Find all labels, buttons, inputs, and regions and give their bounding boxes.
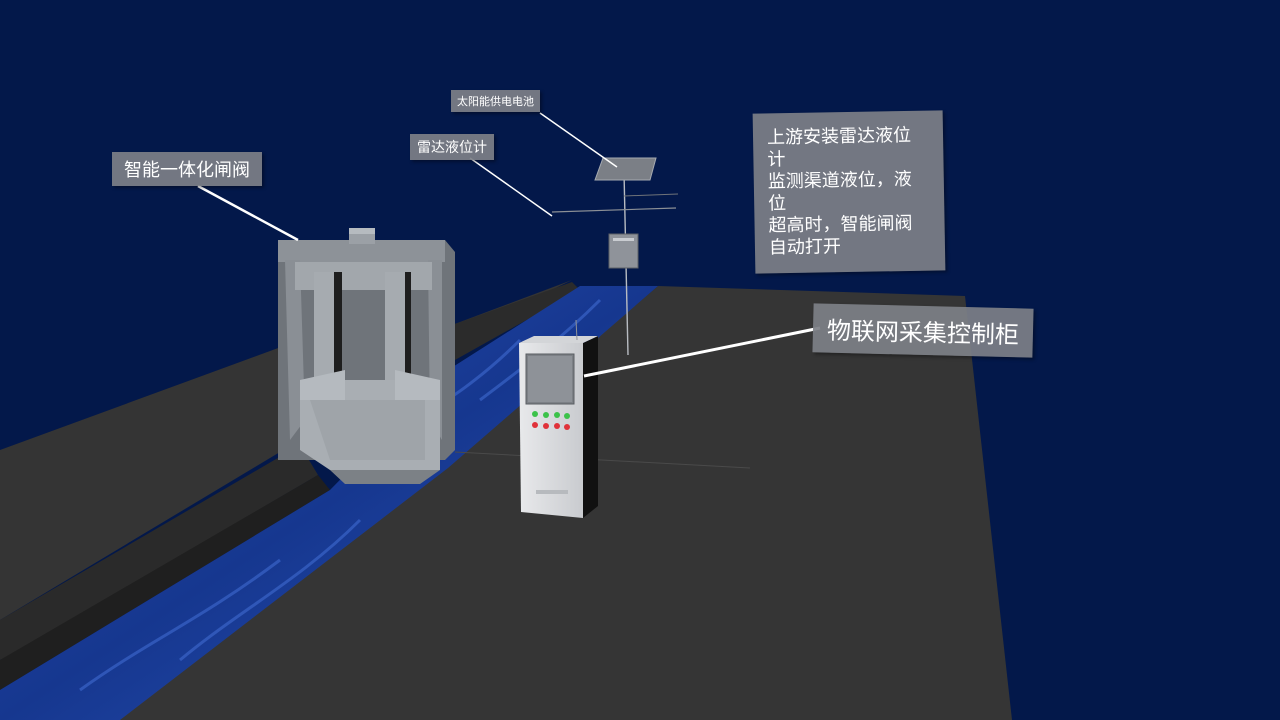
gate-label: 智能一体化闸阀 [112, 152, 262, 186]
left-embankment-far [452, 282, 580, 360]
left-embankment-bottom [0, 475, 330, 690]
solar-battery-label: 太阳能供电电池 [451, 90, 540, 112]
callout-line-gate [197, 184, 299, 242]
radar-level-gauge-label: 雷达液位计 [410, 134, 494, 160]
water-ripples [79, 298, 602, 692]
left-embankment [0, 445, 318, 660]
iot-cabinet-label: 物联网采集控制柜 [812, 303, 1034, 358]
description-line: 上游安装雷达液位计 [766, 124, 912, 171]
smart-gate [278, 228, 455, 484]
callout-line-cabinet [583, 326, 821, 378]
description-line: 自动打开 [768, 236, 842, 259]
water-channel [0, 286, 658, 720]
ground-line [454, 451, 751, 469]
callout-line-solar [539, 112, 618, 168]
description-line: 超高时，智能闸阀 [768, 212, 913, 237]
description-line: 监测渠道液位，液位 [767, 168, 912, 215]
callout-line-radar [469, 157, 553, 217]
solar-panel [594, 157, 657, 181]
iot-cabinet [519, 319, 598, 518]
solar-radar-pole [551, 157, 679, 356]
description-box: 上游安装雷达液位计 监测渠道液位，液位 超高时，智能闸阀 自动打开 [752, 110, 946, 274]
